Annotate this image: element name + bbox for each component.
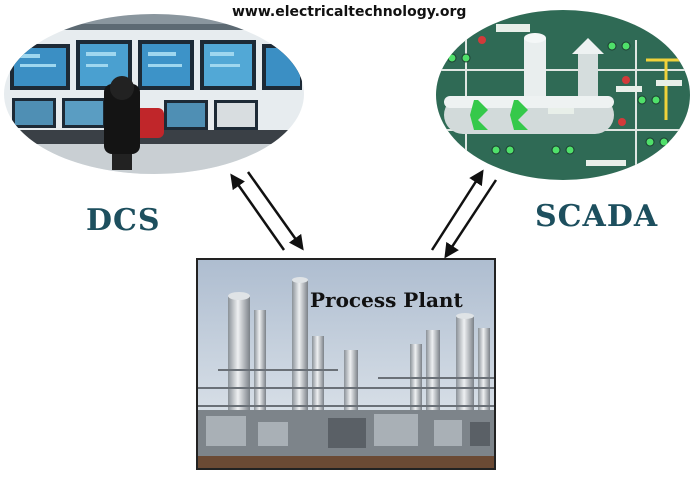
arrow-scada-to-plant xyxy=(444,179,498,259)
website-watermark: www.electricaltechnology.org xyxy=(232,4,467,20)
scada-mimic-screen-image xyxy=(436,10,690,180)
arrow-plant-to-scada xyxy=(430,169,484,251)
dcs-label: DCS xyxy=(86,203,161,238)
arrow-dcs-to-plant xyxy=(246,171,304,251)
process-plant-label: Process Plant xyxy=(310,288,463,312)
scada-label: SCADA xyxy=(535,199,659,234)
process-plant-image: Process Plant xyxy=(196,258,496,470)
arrow-plant-to-dcs xyxy=(230,173,286,251)
dcs-control-room-image xyxy=(4,14,304,174)
